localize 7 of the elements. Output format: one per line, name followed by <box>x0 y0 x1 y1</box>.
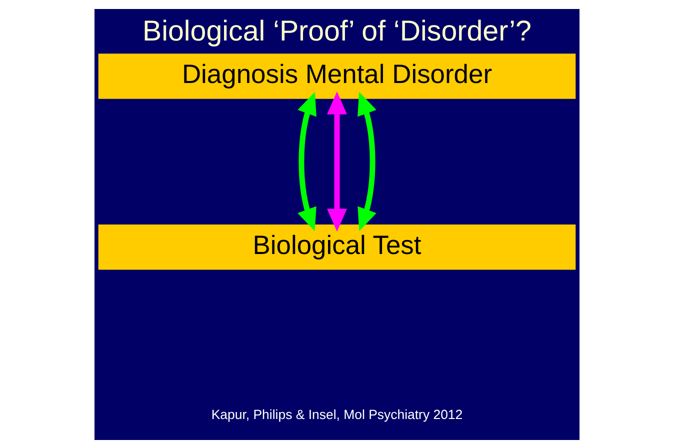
arrow <box>326 91 346 232</box>
arrow <box>357 91 376 231</box>
arrow <box>297 91 316 231</box>
node-box: Diagnosis Mental Disorder <box>98 53 576 98</box>
diagram-title: Biological ‘Proof’ of ‘Disorder’? <box>142 15 531 48</box>
label: Kapur, Philips & Insel, Mol Psychiatry 2012 <box>210 406 462 422</box>
node-box: Biological Test <box>98 224 576 270</box>
